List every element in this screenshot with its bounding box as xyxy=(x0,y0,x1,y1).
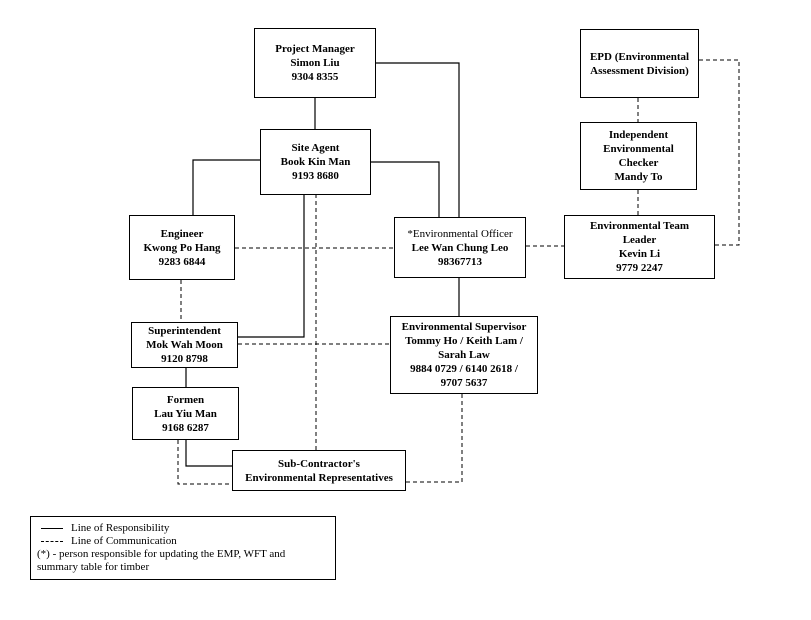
formen-phone: 9168 6287 xyxy=(162,421,209,434)
iec-line-3: Checker xyxy=(618,157,659,169)
engineer-title: Engineer xyxy=(160,227,204,240)
iec-line-1: Independent xyxy=(608,129,669,141)
env-supervisor-names-2: Sarah Law xyxy=(438,349,490,361)
env-supervisor-title: Environmental Supervisor xyxy=(401,321,527,333)
site-agent-phone: 9193 8680 xyxy=(292,170,339,182)
site-agent-name: Book Kin Man xyxy=(280,156,351,168)
env-supervisor-names-1: Tommy Ho / Keith Lam / xyxy=(405,335,523,347)
env-supervisor-phones-2: 9707 5637 xyxy=(440,377,488,389)
dashed-line-sample xyxy=(41,541,63,542)
solid-line-sample xyxy=(41,528,63,529)
legend-note-line-2: summary table for timber xyxy=(37,561,150,573)
env-team-leader-title-1: Environmental Team xyxy=(589,220,690,232)
site-agent-to-engineer-line xyxy=(192,159,260,215)
env-team-leader-name: Kevin Li xyxy=(618,248,661,260)
subcontractor-line-1: Sub-Contractor's xyxy=(278,457,360,470)
superintendent-phone: 9120 8798 xyxy=(161,353,208,365)
pm-to-env-officer-line xyxy=(376,62,460,217)
env-team-leader-title-2: Leader xyxy=(622,234,657,246)
env-team-leader-box: Environmental Team Leader Kevin Li 9779 … xyxy=(564,215,715,279)
env-supervisor-to-subcontractor-link xyxy=(406,394,463,483)
subcontractor-box: Sub-Contractor's Environmental Represent… xyxy=(232,450,406,491)
subcontractor-line-2: Environmental Representatives xyxy=(245,471,393,484)
site-agent-title: Site Agent xyxy=(291,142,340,154)
legend-responsibility-label: Line of Responsibility xyxy=(71,522,170,534)
superintendent-title: Superintendent xyxy=(148,325,221,337)
iec-line-2: Environmental xyxy=(603,143,674,155)
project-manager-box: Project Manager Simon Liu 9304 8355 xyxy=(254,28,376,98)
env-officer-box: *Environmental Officer Lee Wan Chung Leo… xyxy=(394,217,526,278)
formen-name: Lau Yiu Man xyxy=(154,407,217,420)
env-officer-title: *Environmental Officer xyxy=(407,227,513,240)
site-agent-to-superintendent-line xyxy=(238,194,305,338)
superintendent-box: Superintendent Mok Wah Moon 9120 8798 xyxy=(131,322,238,368)
site-agent-to-env-officer-line xyxy=(371,161,440,217)
iec-box: Independent Environmental Checker Mandy … xyxy=(580,122,697,190)
engineer-name: Kwong Po Hang xyxy=(143,241,221,254)
env-officer-name: Lee Wan Chung Leo xyxy=(411,241,509,254)
superintendent-name: Mok Wah Moon xyxy=(146,339,223,351)
legend-communication-row: Line of Communication xyxy=(37,535,329,548)
legend-note-line-1: (*) - person responsible for updating th… xyxy=(37,548,286,560)
project-manager-name: Simon Liu xyxy=(290,57,340,69)
legend-responsibility-row: Line of Responsibility xyxy=(37,522,329,535)
legend-communication-label: Line of Communication xyxy=(71,535,177,547)
engineer-box: Engineer Kwong Po Hang 9283 6844 xyxy=(129,215,235,280)
env-officer-phone: 98367713 xyxy=(438,255,482,268)
epd-box: EPD (Environmental Assessment Division) xyxy=(580,29,699,98)
project-manager-title: Project Manager xyxy=(275,43,355,55)
env-supervisor-phones-1: 9884 0729 / 6140 2618 / xyxy=(410,363,518,375)
project-manager-phone: 9304 8355 xyxy=(291,71,339,83)
env-team-leader-phone: 9779 2247 xyxy=(616,262,663,274)
formen-box: Formen Lau Yiu Man 9168 6287 xyxy=(132,387,239,440)
env-supervisor-box: Environmental Supervisor Tommy Ho / Keit… xyxy=(390,316,538,394)
engineer-phone: 9283 6844 xyxy=(158,255,206,268)
site-agent-box: Site Agent Book Kin Man 9193 8680 xyxy=(260,129,371,195)
epd-line-2: Assessment Division) xyxy=(590,64,689,77)
epd-line-1: EPD (Environmental xyxy=(589,50,690,63)
legend: Line of Responsibility Line of Communica… xyxy=(30,516,336,580)
formen-to-subcontractor-line xyxy=(185,440,232,467)
formen-to-subcontractor-link xyxy=(177,440,232,485)
formen-title: Formen xyxy=(166,393,205,406)
iec-name: Mandy To xyxy=(614,171,663,183)
